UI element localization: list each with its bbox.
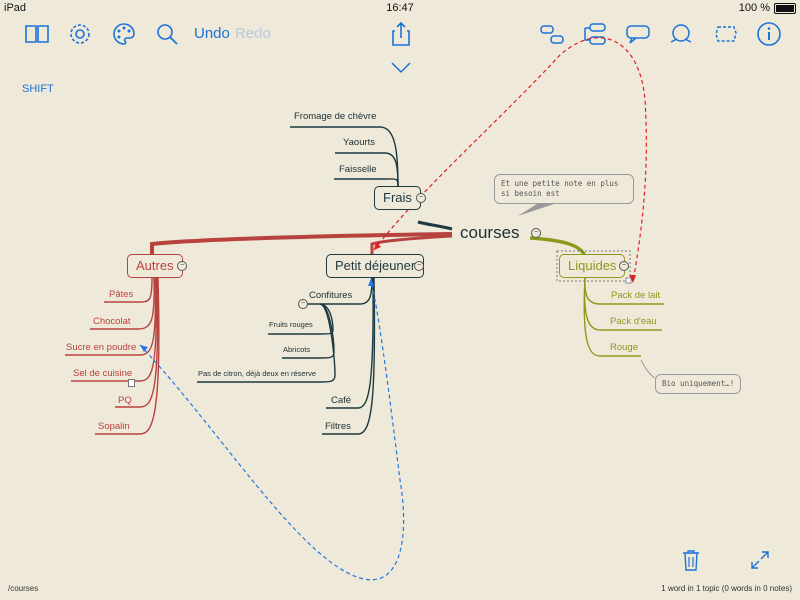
topic-autres[interactable]: Autres [127, 254, 183, 278]
central-topic[interactable]: courses [460, 223, 520, 242]
trash-icon[interactable] [680, 548, 702, 572]
collapse-frais-icon[interactable]: − [416, 193, 426, 203]
redo-button[interactable]: Redo [235, 25, 271, 42]
topic-petit-dejeuner[interactable]: Petit déjeuner [326, 254, 425, 278]
gear-icon[interactable] [66, 20, 94, 48]
list-item[interactable]: Filtres [325, 421, 351, 432]
list-item[interactable]: Sucre en poudre [66, 342, 137, 353]
collapse-autres-icon[interactable]: − [177, 261, 187, 271]
clock: 16:47 [386, 2, 414, 14]
topic-frais[interactable]: Frais [374, 186, 421, 210]
document-path: /courses [8, 584, 39, 593]
shift-button[interactable]: SHIFT [22, 83, 54, 95]
collapse-central-icon[interactable]: − [531, 228, 541, 238]
info-icon[interactable] [755, 20, 783, 48]
device-label: iPad [4, 2, 27, 14]
list-item[interactable]: Pas de citron, déjà deux en réserve [198, 369, 316, 378]
relationship-icon[interactable] [667, 20, 695, 48]
boundary-icon[interactable] [712, 20, 740, 48]
list-item[interactable]: Pack de lait [611, 290, 661, 301]
battery-percent: 100 % [738, 2, 770, 14]
word-count: 1 word in 1 topic (0 words in 0 notes) [661, 584, 792, 593]
toolbar: Undo Redo [0, 16, 800, 52]
collapse-petit-icon[interactable]: − [414, 261, 424, 271]
battery-icon [774, 3, 796, 14]
list-item[interactable]: Pâtes [109, 289, 134, 300]
collapse-confitures-icon[interactable]: − [298, 299, 308, 309]
list-item[interactable]: Abricots [283, 345, 311, 354]
list-item[interactable]: Fruits rouges [269, 320, 313, 329]
status-bar: iPad 16:47 100 % [0, 0, 800, 16]
palette-icon[interactable] [110, 20, 138, 48]
search-icon[interactable] [153, 20, 181, 48]
chevron-down-icon[interactable] [390, 60, 412, 76]
list-item[interactable]: Chocolat [93, 316, 131, 327]
topic-liquides[interactable]: Liquides [559, 254, 626, 278]
central-note[interactable]: Et une petite note en plus si besoin est [494, 174, 634, 204]
list-item[interactable]: Sopalin [98, 421, 130, 432]
rouge-note[interactable]: Bio uniquement…! [655, 374, 742, 394]
expand-icon[interactable] [750, 550, 770, 570]
add-child-topic-icon[interactable] [538, 20, 566, 48]
attachment-icon [128, 379, 135, 387]
list-item[interactable]: Rouge [610, 342, 638, 353]
list-item[interactable]: PQ [118, 395, 132, 406]
undo-button[interactable]: Undo [194, 25, 230, 42]
list-item[interactable]: Pack d'eau [610, 316, 657, 327]
collapse-liquides-icon[interactable]: − [619, 261, 629, 271]
add-sibling-topic-icon[interactable] [581, 20, 609, 48]
list-item[interactable]: Yaourts [343, 137, 376, 148]
list-item[interactable]: Sel de cuisine [73, 368, 133, 379]
list-item[interactable]: Café [331, 395, 352, 406]
book-icon[interactable] [23, 20, 51, 48]
list-item[interactable]: Confitures [309, 290, 353, 301]
list-item[interactable]: Fromage de chèvre [294, 111, 377, 122]
share-icon[interactable] [387, 20, 415, 48]
list-item[interactable]: Faisselle [339, 164, 377, 175]
note-icon[interactable] [624, 20, 652, 48]
